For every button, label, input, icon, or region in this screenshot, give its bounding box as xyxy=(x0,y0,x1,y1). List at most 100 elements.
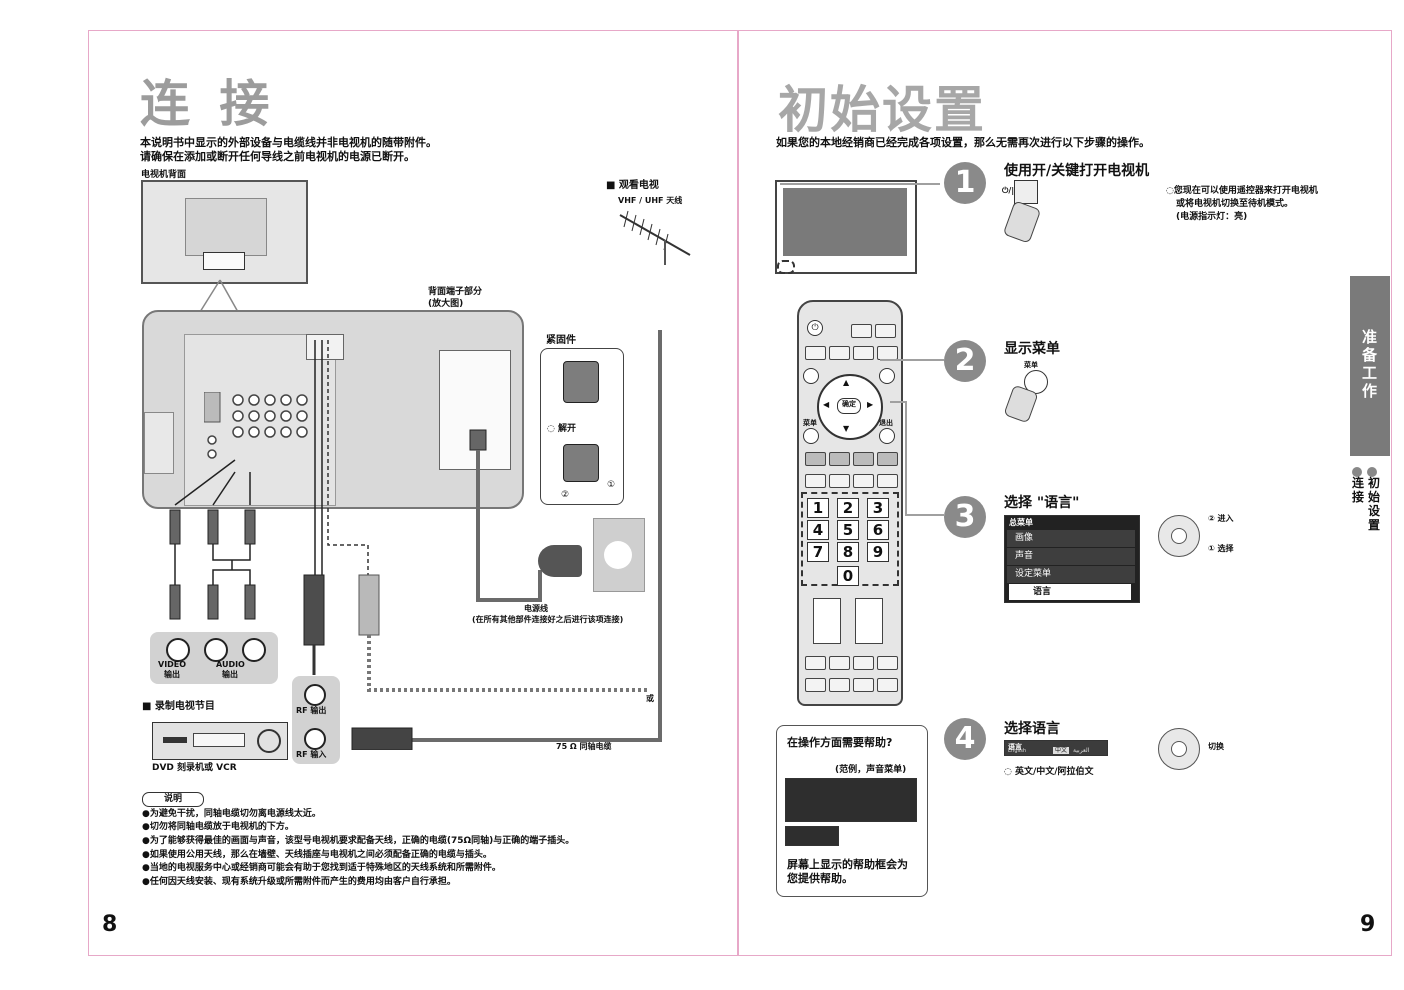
remote-key-5: 5 xyxy=(837,520,859,540)
note-3: ●为了能够获得最佳的画面与声音，该型号电视机要求配备天线，正确的电缆(75Ω同轴… xyxy=(142,836,575,846)
remote-exit-label: 退出 xyxy=(879,419,893,427)
help-example: (范例，声音菜单) xyxy=(835,765,907,775)
right-page-title: 初始设置 xyxy=(778,81,986,139)
tv-back-label: 电视机背面 xyxy=(141,170,187,180)
right-page-frame xyxy=(738,30,1392,956)
rf-in-label: RF 输入 xyxy=(296,750,327,759)
rear-terminal-label: 背面端子部分 xyxy=(428,287,483,297)
power-plug xyxy=(538,545,582,577)
tv-back-illustration xyxy=(141,180,308,284)
left-intro-2: 请确保在添加或断开任何导线之前电视机的电源已断开。 xyxy=(140,150,415,163)
zoom-callout-lines xyxy=(199,279,239,313)
release-label: ◌ 解开 xyxy=(547,424,576,434)
lang-option-ar: العربية xyxy=(1073,747,1090,754)
antenna-icon xyxy=(619,210,691,265)
side-tab: 准 备 工 作 xyxy=(1350,276,1390,456)
side-sub-setup: 初 始 设 置 xyxy=(1368,476,1380,532)
step4-title: 选择语言 xyxy=(1004,721,1060,737)
audio-out-label: AUDIO xyxy=(216,660,245,669)
side-tab-char-4: 作 xyxy=(1362,382,1378,400)
menu-item-setup: 设定菜单 xyxy=(1007,566,1135,583)
step2-title: 显示菜单 xyxy=(1004,341,1060,357)
clamp-label: 紧固件 xyxy=(546,335,576,346)
side-tab-char-1: 准 xyxy=(1362,328,1378,346)
remote-key-1: 1 xyxy=(807,498,829,518)
step1-title: 使用开/关键打开电视机 xyxy=(1004,163,1150,179)
step1-number: 1 xyxy=(944,162,986,204)
left-page-title: 连 接 xyxy=(140,75,276,133)
right-page-number: 9 xyxy=(1360,912,1376,937)
power-key-label: ⏻/| xyxy=(1002,186,1015,195)
side-tab-char-2: 备 xyxy=(1362,346,1378,364)
remote-key-3: 3 xyxy=(867,498,889,518)
help-title: 在操作方面需要帮助? xyxy=(787,736,893,749)
wall-outlet xyxy=(593,518,645,592)
help-box: 在操作方面需要帮助? (范例，声音菜单) 屏幕上显示的帮助框会为 您提供帮助。 xyxy=(776,725,928,897)
side-sub2-char-4: 置 xyxy=(1368,518,1381,532)
help-foot-2: 您提供帮助。 xyxy=(787,872,853,885)
antenna-label: VHF / UHF 天线 xyxy=(618,196,683,205)
remote-key-0: 0 xyxy=(837,566,859,586)
release-step-1: ① xyxy=(607,480,616,490)
video-out-label: VIDEO xyxy=(158,660,187,669)
side-sub2-char-3: 设 xyxy=(1368,504,1381,518)
help-hint-screenshot xyxy=(785,826,839,846)
dvd-recorder-illustration xyxy=(152,722,288,760)
av-terminals xyxy=(204,392,308,459)
note-6: ●任何因天线安装、现有系统升级或所需附件而产生的费用均由客户自行承担。 xyxy=(142,877,456,887)
remote-key-6: 6 xyxy=(867,520,889,540)
nav-wheel-icon xyxy=(1158,515,1200,557)
step4-number: 4 xyxy=(944,718,986,760)
left-page-frame xyxy=(88,30,738,956)
side-tab-char-3: 工 xyxy=(1362,364,1378,382)
remote-key-9: 9 xyxy=(867,542,889,562)
step2-number: 2 xyxy=(944,340,986,382)
audio-out-sub: 输出 xyxy=(222,670,238,679)
nav-wheel-icon-2 xyxy=(1158,728,1200,770)
side-sub-char-2: 接 xyxy=(1352,490,1365,504)
step3-number: 3 xyxy=(944,496,986,538)
rf-panel: RF 输出 RF 输入 xyxy=(292,676,340,764)
note-title: 说明 xyxy=(142,792,204,807)
note-2: ●切勿将同轴电缆放于电视机的下方。 xyxy=(142,822,294,832)
right-intro: 如果您的本地经销商已经完成各项设置，那么无需再次进行以下步骤的操作。 xyxy=(776,136,1150,149)
main-menu-screen: 总菜单 画像 声音 设定菜单 语言 xyxy=(1004,515,1140,603)
connection-cables xyxy=(169,330,662,750)
main-menu-head: 总菜单 xyxy=(1009,518,1033,527)
lang-option-en: English xyxy=(1008,748,1027,754)
rear-panel-enlarged xyxy=(142,310,524,509)
remote-dpad: ▲ ▼ ◀ ▶ 确定 xyxy=(817,374,883,440)
remote-key-2: 2 xyxy=(837,498,859,518)
menu-item-language: 语言 xyxy=(1009,584,1131,600)
menu-item-picture: 画像 xyxy=(1007,530,1135,547)
power-cord-note: (在所有其他部件连接好之后进行该项连接) xyxy=(472,615,624,624)
side-sub-connect: 连 接 xyxy=(1352,476,1364,504)
release-step-2: ② xyxy=(561,490,570,500)
step1-line xyxy=(780,183,940,185)
step3-title: 选择 "语言" xyxy=(1004,495,1080,511)
remote-ok-key: 确定 xyxy=(837,398,861,414)
select-label: ① 选择 xyxy=(1208,544,1234,553)
language-bar: 语言 English 中文 العربية xyxy=(1004,740,1108,756)
remote-key-4: 4 xyxy=(807,520,829,540)
remote-power-icon: ⏻ xyxy=(807,320,823,336)
left-page-number: 8 xyxy=(102,912,118,937)
menu-item-sound: 声音 xyxy=(1007,548,1135,565)
enter-label: ② 进入 xyxy=(1208,514,1234,523)
power-cord-label: 电源线 xyxy=(524,604,548,613)
rf-out-label: RF 输出 xyxy=(296,706,327,715)
note-1: ●为避免干扰，同轴电缆切勿离电源线太近。 xyxy=(142,809,321,819)
or-label: 或 xyxy=(646,694,654,703)
help-foot-1: 屏幕上显示的帮助框会为 xyxy=(787,858,908,871)
coax-label: 75 Ω 同轴电缆 xyxy=(556,742,612,751)
menu-key-label: 菜单 xyxy=(1024,361,1038,369)
remote-key-8: 8 xyxy=(837,542,859,562)
step1-desc-1: ◌您现在可以使用遥控器来打开电视机 xyxy=(1166,186,1318,196)
note-4: ●如果使用公用天线，那么在墙壁、天线插座与电视机之间必须配备正确的电缆与插头。 xyxy=(142,850,492,860)
help-menu-screenshot xyxy=(785,778,917,822)
switch-label: 切换 xyxy=(1208,742,1224,751)
remote-key-7: 7 xyxy=(807,542,829,562)
rear-terminal-sub: (放大图) xyxy=(428,299,464,309)
step1-desc-2: 或将电视机切换至待机模式。 xyxy=(1176,199,1294,209)
power-button-icon xyxy=(1014,180,1038,204)
